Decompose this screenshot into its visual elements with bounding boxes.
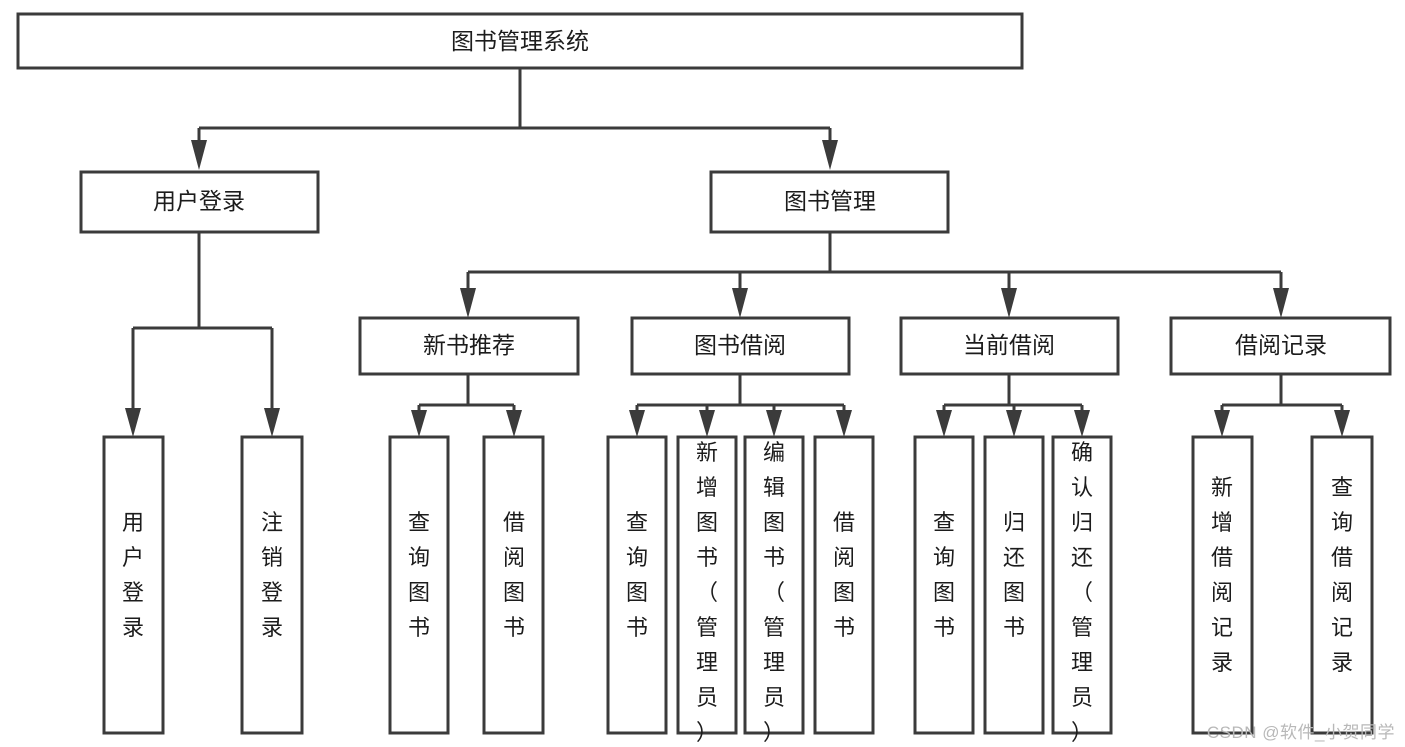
leaf-edit-book-label: 编辑图书（管理员） <box>763 440 785 745</box>
leaf-return-book-box[interactable] <box>983 435 1045 735</box>
leaf-add-book-box[interactable] <box>676 435 738 735</box>
arrowhead-new-book <box>460 288 476 318</box>
leaf-logout-label: 注销登录 <box>261 510 283 640</box>
leaf-user-login-box[interactable] <box>102 435 165 735</box>
leaf-logout[interactable]: 注销登录 <box>240 435 304 735</box>
node-current-borrow-label: 当前借阅 <box>963 332 1055 358</box>
leaf-query-book-borrow-label: 查询图书 <box>626 510 648 640</box>
leaf-borrow-book-box[interactable] <box>813 435 875 735</box>
leaf-edit-book[interactable]: 编辑图书（管理员） <box>743 435 805 745</box>
node-new-book-recommend-box[interactable] <box>358 316 580 376</box>
leaf-query-book-recommend-label: 查询图书 <box>408 510 430 640</box>
node-root-label: 图书管理系统 <box>451 28 589 54</box>
leaf-add-book[interactable]: 新增图书（管理员） <box>676 435 738 745</box>
leaf-borrow-book-recommend-box[interactable] <box>482 435 545 735</box>
arrowhead-leaf-add-record <box>1214 410 1230 437</box>
node-borrow-record-label: 借阅记录 <box>1235 332 1327 358</box>
leaf-query-book-current-label: 查询图书 <box>933 510 955 640</box>
node-book-borrow-box[interactable] <box>630 316 851 376</box>
leaf-borrow-book-recommend-label: 借阅图书 <box>503 510 525 640</box>
arrowhead-current-borrow <box>1001 288 1017 318</box>
leaf-borrow-book-label: 借阅图书 <box>833 510 855 640</box>
leaf-confirm-return[interactable]: 确认归还（管理员） <box>1051 435 1113 745</box>
leaf-confirm-return-box[interactable] <box>1051 435 1113 735</box>
node-current-borrow-box[interactable] <box>899 316 1120 376</box>
node-book-borrow[interactable]: 图书借阅 <box>630 316 851 376</box>
connector-layer <box>125 68 1350 437</box>
arrowhead-leaf-borrow-book-1 <box>506 410 522 437</box>
leaf-borrow-book-recommend[interactable]: 借阅图书 <box>482 435 545 735</box>
arrowhead-borrow-record <box>1273 288 1289 318</box>
leaf-user-login[interactable]: 用户登录 <box>102 435 165 735</box>
arrowhead-leaf-query-book-1 <box>411 410 427 437</box>
arrowhead-leaf-edit-book <box>766 410 782 437</box>
leaf-add-borrow-record-label: 新增借阅记录 <box>1211 475 1233 675</box>
node-root-box[interactable] <box>16 12 1024 70</box>
node-borrow-record-box[interactable] <box>1169 316 1392 376</box>
arrowhead-leaf-query-book-3 <box>936 410 952 437</box>
node-book-management[interactable]: 图书管理 <box>709 170 950 234</box>
node-user-login-box[interactable] <box>79 170 320 234</box>
arrowhead-leaf-query-book-2 <box>629 410 645 437</box>
node-book-management-box[interactable] <box>709 170 950 234</box>
leaf-borrow-book[interactable]: 借阅图书 <box>813 435 875 735</box>
leaf-confirm-return-label: 确认归还（管理员） <box>1071 440 1093 745</box>
arrowhead-leaf-confirm-return <box>1074 410 1090 437</box>
leaf-query-book-recommend-box[interactable] <box>388 435 450 735</box>
watermark-text: CSDN @软件_小贺同学 <box>1206 723 1395 742</box>
arrowhead-leaf-logout <box>264 408 280 437</box>
node-current-borrow[interactable]: 当前借阅 <box>899 316 1120 376</box>
leaf-query-book-recommend[interactable]: 查询图书 <box>388 435 450 735</box>
node-book-management-label: 图书管理 <box>784 188 876 214</box>
arrowhead-leaf-add-book <box>699 410 715 437</box>
arrowhead-leaf-return-book <box>1006 410 1022 437</box>
leaf-query-book-borrow-box[interactable] <box>606 435 668 735</box>
node-borrow-record[interactable]: 借阅记录 <box>1169 316 1392 376</box>
leaf-user-login-label: 用户登录 <box>122 510 144 640</box>
leaf-logout-box[interactable] <box>240 435 304 735</box>
node-book-borrow-label: 图书借阅 <box>694 332 786 358</box>
arrowhead-book-manage <box>822 140 838 170</box>
node-new-book-recommend[interactable]: 新书推荐 <box>358 316 580 376</box>
leaf-return-book-label: 归还图书 <box>1003 510 1025 640</box>
leaf-edit-book-box[interactable] <box>743 435 805 735</box>
node-user-login[interactable]: 用户登录 <box>79 170 320 234</box>
leaf-query-borrow-record-box[interactable] <box>1310 435 1374 735</box>
arrowhead-book-borrow <box>732 288 748 318</box>
arrowhead-leaf-user-login <box>125 408 141 437</box>
leaf-query-borrow-record[interactable]: 查询借阅记录 <box>1310 435 1374 735</box>
arrowhead-user-login <box>191 140 207 170</box>
leaf-add-borrow-record[interactable]: 新增借阅记录 <box>1191 435 1254 735</box>
leaf-return-book[interactable]: 归还图书 <box>983 435 1045 735</box>
arrowhead-leaf-query-record <box>1334 410 1350 437</box>
leaf-add-borrow-record-box[interactable] <box>1191 435 1254 735</box>
leaf-query-book-current[interactable]: 查询图书 <box>913 435 975 735</box>
arrowhead-leaf-borrow-book-2 <box>836 410 852 437</box>
node-new-book-recommend-label: 新书推荐 <box>423 332 515 358</box>
leaf-query-book-current-box[interactable] <box>913 435 975 735</box>
node-root-book-management-system[interactable]: 图书管理系统 <box>16 12 1024 70</box>
leaf-add-book-label: 新增图书（管理员） <box>696 440 718 745</box>
leaf-query-book-borrow[interactable]: 查询图书 <box>606 435 668 735</box>
node-user-login-label: 用户登录 <box>153 188 245 214</box>
leaf-query-borrow-record-label: 查询借阅记录 <box>1331 475 1353 675</box>
